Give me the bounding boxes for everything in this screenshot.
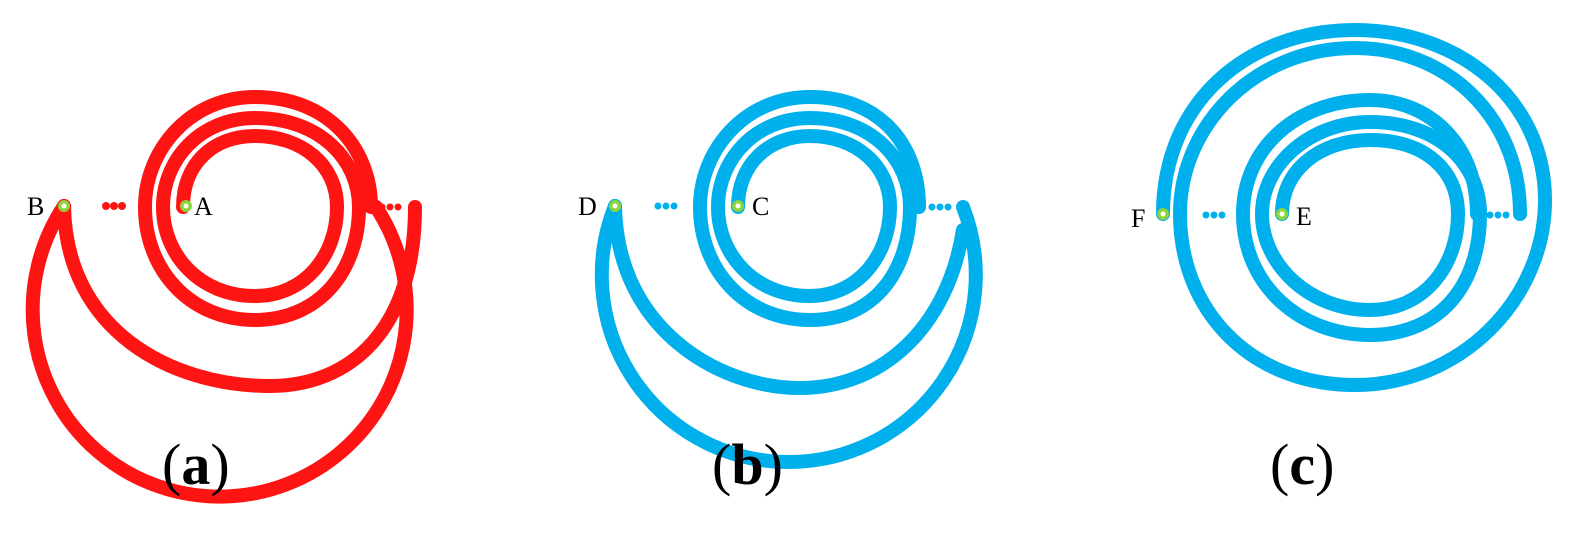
continuation-dots-right <box>1486 211 1510 219</box>
terminal-inner <box>1276 208 1288 220</box>
point-label-inner: C <box>752 192 769 221</box>
terminal-outer <box>609 200 621 212</box>
point-label-outer: D <box>578 192 597 221</box>
terminal-outer <box>58 200 70 212</box>
panel-caption: (b) <box>712 432 783 497</box>
outer-loop-trace <box>594 199 983 469</box>
point-label-outer: B <box>27 192 44 221</box>
outer-loop-trace <box>1156 22 1553 393</box>
point-label-inner: A <box>194 192 213 221</box>
terminal-inner <box>732 200 744 212</box>
panel-a: B A (a) <box>25 89 422 504</box>
outer-loop-trace <box>25 199 422 504</box>
panel-c: F E (c) <box>1131 22 1553 497</box>
point-label-outer: F <box>1131 204 1145 233</box>
continuation-dots-right <box>928 203 952 211</box>
point-label-inner: E <box>1296 202 1312 231</box>
continuation-dots-left <box>654 202 678 210</box>
panel-caption: (a) <box>162 432 230 497</box>
terminal-inner <box>180 200 192 212</box>
inner-spiral-trace <box>1235 92 1488 343</box>
inner-spiral-trace <box>137 89 378 328</box>
inner-spiral-trace <box>692 89 926 328</box>
continuation-dots-left <box>1202 211 1226 219</box>
terminal-outer <box>1157 208 1169 220</box>
continuation-dots-right <box>378 203 402 211</box>
continuation-dots-left <box>102 202 126 210</box>
panel-b: D C (b) <box>578 89 983 497</box>
panel-caption: (c) <box>1270 432 1334 497</box>
